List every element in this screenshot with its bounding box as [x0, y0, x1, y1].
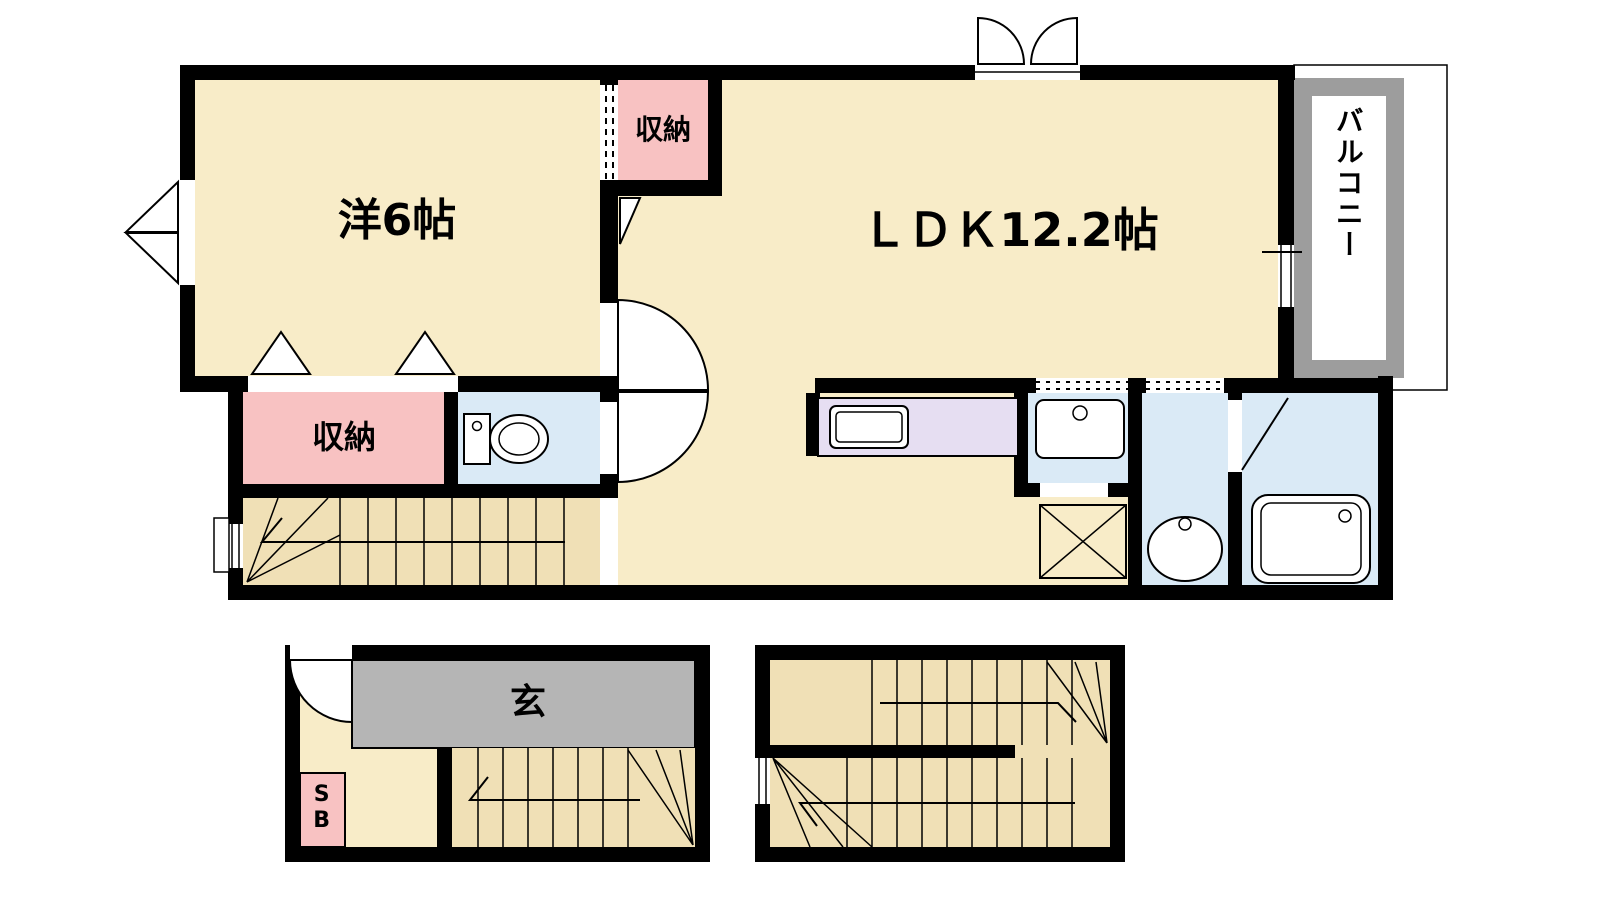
closet-door-dashes: [605, 85, 614, 180]
stairs-1f: [452, 748, 695, 847]
genkan: [351, 659, 696, 749]
entry-door-swing: [288, 659, 353, 724]
toilet-door-swing: [617, 391, 710, 484]
ldk-door-swing: [617, 298, 710, 391]
stairwell-plan: [755, 645, 1125, 862]
entry-door-opening: [290, 645, 352, 660]
closet-door-right: [394, 330, 456, 375]
stair-window-opening: [228, 524, 243, 568]
label-closet-bottom: 収納: [311, 418, 376, 456]
shoe-box: [299, 772, 346, 848]
french-door-upper: [123, 179, 179, 233]
entrance-floor-plan: [285, 645, 710, 862]
stair-direction-upper: [880, 702, 1077, 723]
main-floor-plan: [123, 16, 1448, 600]
stair-direction-line-1f: [467, 776, 640, 801]
closet-door-leaf: [619, 197, 642, 245]
stair-direction-lower: [798, 802, 1075, 827]
kitchen-sink: [829, 405, 909, 449]
wall-left-upper: [180, 65, 195, 180]
casement-left: [977, 16, 1026, 65]
bath-door: [1241, 397, 1289, 471]
bathtub: [1251, 494, 1371, 584]
stair-treads-1f: [477, 748, 629, 847]
closet-bottom: [243, 392, 444, 484]
stairwell-window: [755, 758, 770, 804]
wash-basin: [1147, 516, 1223, 582]
wall-left-mid: [180, 285, 195, 392]
label-entrance: 玄: [509, 682, 546, 723]
room-western: [195, 80, 600, 376]
balcony-floor: [1312, 96, 1386, 360]
wall-right-lower: [1378, 376, 1393, 600]
stair-direction-line-2f: [259, 517, 565, 543]
wall-right: [1278, 65, 1294, 245]
wall-top: [180, 65, 1295, 80]
closet-top: [618, 80, 708, 180]
wall-center: [600, 65, 618, 85]
balcony-window: [1278, 245, 1294, 307]
stair-window: [213, 517, 230, 573]
stair-winder-1f: [627, 749, 694, 846]
label-western-room: 洋6帖: [337, 195, 457, 246]
label-shoe-box: SB: [309, 782, 335, 834]
toilet-bowl: [489, 414, 549, 464]
wall-bottom: [228, 585, 1393, 600]
vanity-unit: [1035, 399, 1125, 459]
label-balcony: バルコニー: [1331, 106, 1365, 261]
bath-door-opening: [1228, 400, 1242, 472]
french-door-lower: [123, 232, 179, 286]
label-ldk: ＬＤＫ12.2帖: [861, 203, 1159, 257]
closet-door-left: [250, 330, 312, 375]
casement-right: [1029, 16, 1078, 65]
label-closet-top: 収納: [634, 113, 691, 146]
